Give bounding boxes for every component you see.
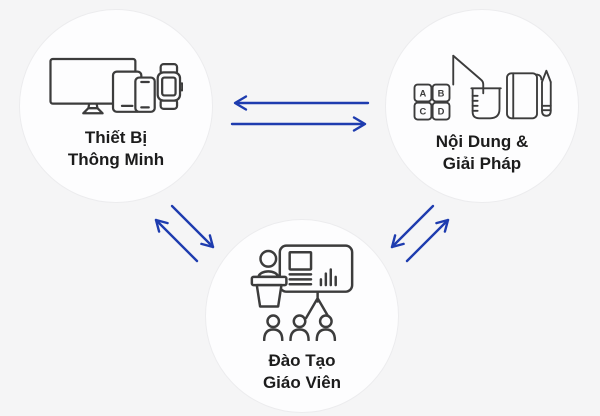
arrow-training-to-content <box>405 218 450 263</box>
node-content-solutions: A B C D Nội Dung & Giải <box>385 9 579 203</box>
tripod-legs <box>304 290 331 320</box>
arrow-content-to-training <box>390 204 435 249</box>
block-letter-d: D <box>438 106 445 116</box>
block-letter-a: A <box>420 88 427 98</box>
label-line: Nội Dung & <box>435 131 529 151</box>
node-label-devices: Thiết Bị Thông Minh <box>68 127 164 171</box>
notebook-icon <box>506 72 543 119</box>
label-line: Thiết Bị <box>84 128 148 148</box>
teacher-training-icon <box>250 244 354 342</box>
beaker-icon <box>470 87 502 119</box>
node-label-training: Đào Tạo Giáo Viên <box>263 350 341 394</box>
content-solutions-icon: A B C D <box>413 54 552 121</box>
smartphone-icon <box>134 76 156 114</box>
arrow-devices-to-content <box>230 116 367 132</box>
audience-icon <box>262 314 337 342</box>
node-smart-devices: Thiết Bị Thông Minh <box>19 9 213 203</box>
node-teacher-training: Đào Tạo Giáo Viên <box>205 219 399 413</box>
pencil-icon <box>541 69 552 117</box>
presentation-board-icon <box>278 244 354 320</box>
label-line: Giáo Viên <box>262 373 342 392</box>
smart-devices-icon <box>49 58 183 115</box>
arrow-content-to-devices <box>233 95 370 111</box>
bar-chart-icon <box>319 268 337 287</box>
label-line: Đào Tạo <box>268 351 336 371</box>
smartwatch-icon <box>156 63 183 111</box>
label-line: Thông Minh <box>67 150 165 169</box>
arrow-devices-to-training <box>170 204 215 249</box>
arrow-training-to-devices <box>154 218 199 263</box>
label-line: Giải Pháp <box>442 153 522 173</box>
presenter-icon <box>250 250 288 308</box>
funnel-sail-icon <box>452 54 485 94</box>
abcd-blocks-icon: A B C D <box>413 83 451 121</box>
block-letter-c: C <box>420 106 427 116</box>
block-letter-b: B <box>438 88 445 98</box>
node-label-content: Nội Dung & Giải Pháp <box>436 131 529 175</box>
